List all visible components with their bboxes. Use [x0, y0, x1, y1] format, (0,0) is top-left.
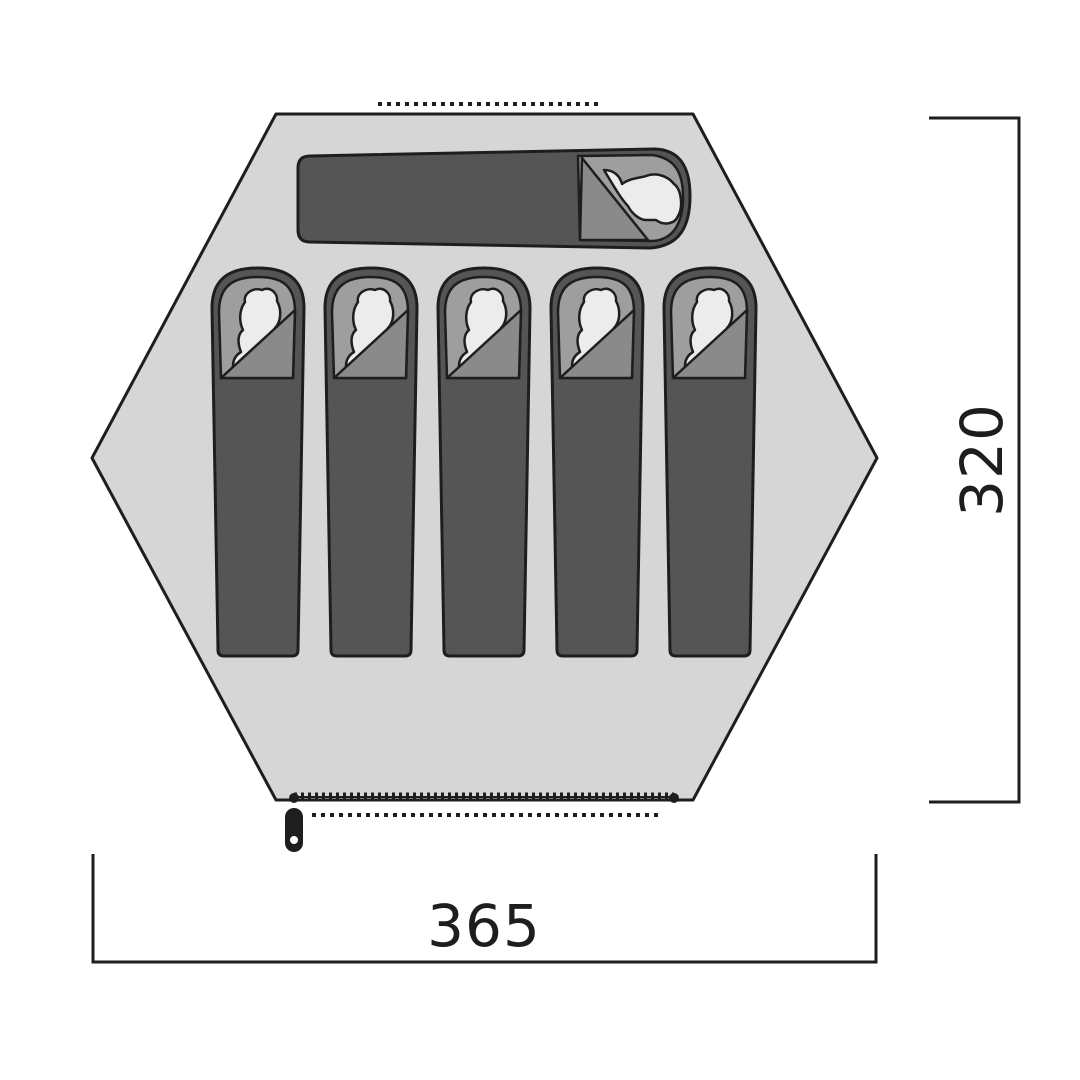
sleeping-bag-4 [549, 266, 645, 658]
sleeping-bag-5 [662, 266, 758, 658]
sleeping-bag-crosswise [296, 147, 692, 250]
depth-dimension-line [929, 116, 1021, 804]
zipper-pull-icon [285, 808, 303, 852]
door-zipper [285, 792, 679, 852]
width-dimension-label: 365 [427, 892, 541, 960]
width-dimension-line [91, 854, 878, 964]
sleeping-bag-3 [436, 266, 532, 658]
depth-dimension-label: 320 [948, 403, 1016, 517]
sleeping-bag-2 [323, 266, 419, 658]
sleeping-bag-1 [210, 266, 306, 658]
